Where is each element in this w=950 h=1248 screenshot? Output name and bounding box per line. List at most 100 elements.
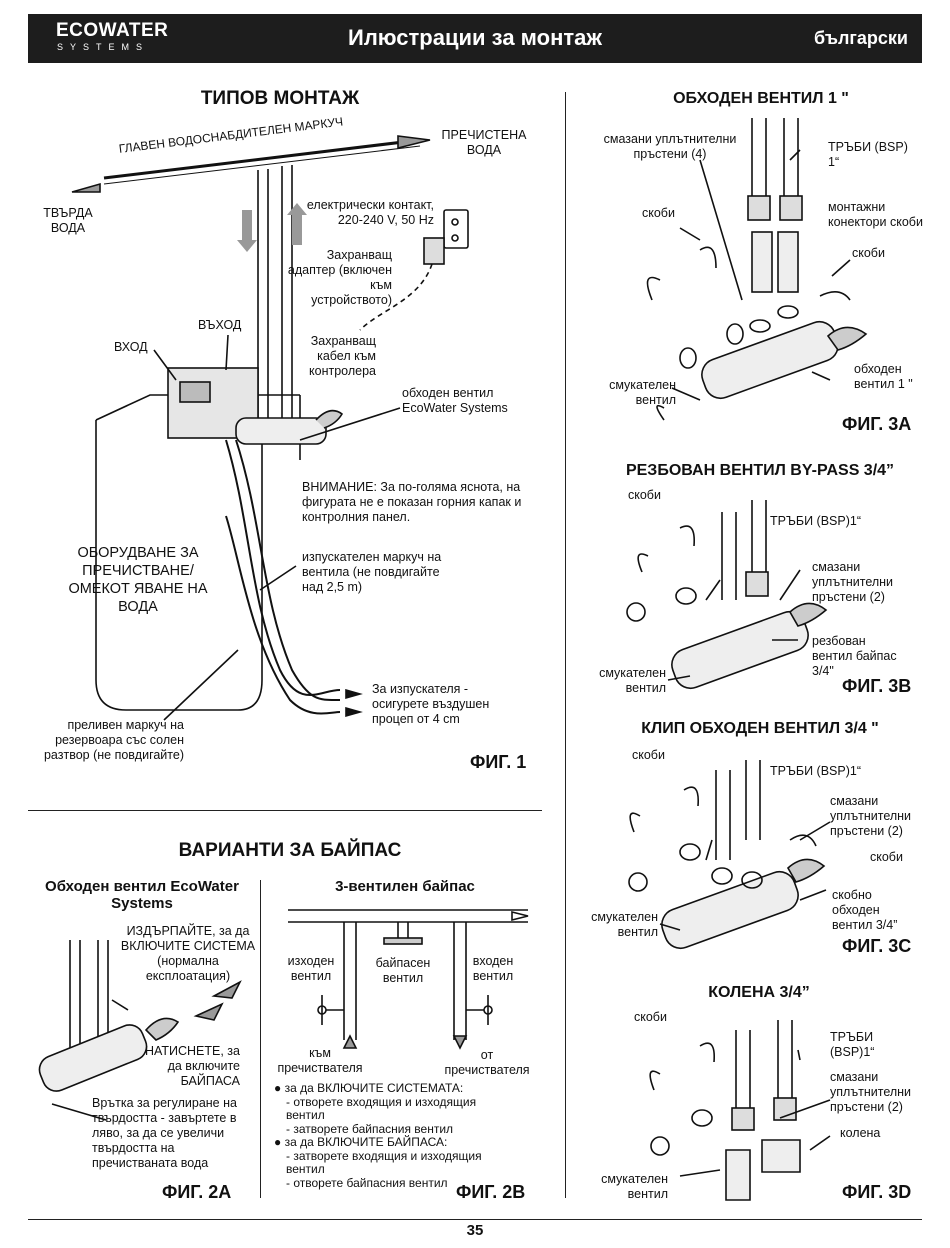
power-cable	[359, 263, 433, 331]
fig3a-valve-body	[701, 320, 839, 400]
fig3a-pipes	[751, 118, 799, 200]
from-conditioner-label: от пречиствателя	[444, 1048, 530, 1077]
fig3c-orings-label: смазани уплътнителни пръстени (2)	[830, 794, 912, 838]
instr-line: ● за да ВКЛЮЧИТЕ БАЙПАСА:	[274, 1135, 448, 1149]
power-adapter-label: Захранващ адаптер (включен към устройств…	[287, 248, 392, 307]
section-divider	[28, 810, 542, 811]
outlet-pipe	[281, 165, 293, 420]
fig2a-pipes	[69, 940, 109, 1060]
main-supply-pipe	[103, 138, 421, 180]
fig3c-valve-body	[661, 870, 799, 950]
to-drain-label: За изпускателя - осигурете въздушен проц…	[372, 682, 490, 726]
fig3b-pipes-label: ТРЪБИ (BSP)1“	[770, 514, 861, 528]
fig3c-clips2-label: скоби	[870, 850, 903, 864]
fig3c-valve-label: скобно обходен вентил 3/4”	[832, 888, 898, 932]
fig2b-main-pipe	[288, 909, 528, 923]
instr-line: - отворете входящия и изходящия вентил	[286, 1094, 477, 1122]
outlet-valve-label: изходен вентил	[287, 954, 335, 983]
fig3a-clips2-label: скоби	[852, 246, 885, 260]
fig3b-clips-label: скоби	[628, 488, 661, 502]
page-header: ECOWATER SYSTEMS Илюстрации за монтаж бъ…	[28, 14, 922, 63]
fig3c-title: КЛИП ОБХОДЕН ВЕНТИЛ 3/4 "	[641, 720, 879, 737]
inlet-pipe	[257, 169, 269, 420]
fig3d-elbows-label: колена	[840, 1126, 881, 1140]
fig3c-pipes-label: ТРЪБИ (BSP)1“	[770, 764, 861, 778]
instr-line: - отворете байпасния вентил	[286, 1175, 448, 1190]
fig3a-label: ФИГ. 3А	[842, 414, 912, 434]
treated-water-label: ПРЕЧИСТЕНА ВОДА	[441, 128, 527, 157]
fig2b-label: ФИГ. 2В	[456, 1182, 526, 1202]
outlet-label: ВХОД	[114, 340, 148, 354]
fig3a-clips-label: скоби	[642, 206, 675, 220]
bypass-valve-body	[235, 417, 327, 445]
fig3a-pipes-label: ТРЪБИ (BSP) 1“	[828, 140, 908, 169]
fig3c-clips-label: скоби	[632, 748, 665, 762]
page-number: 35	[466, 1222, 484, 1239]
fig3b-pipes	[721, 500, 767, 600]
fig3a-sleeve-label: смукателен вентил	[609, 378, 676, 407]
fig3d-label: ФИГ. 3D	[842, 1182, 912, 1202]
fig3b-valve-body	[671, 610, 809, 690]
fig3d-title: КОЛЕНА 3/4”	[708, 984, 810, 1001]
fig3b-title: РЕЗБОВАН ВЕНТИЛ BY-PASS 3/4”	[625, 462, 895, 479]
fig3b-sleeve-label: смукателен вентил	[599, 666, 666, 695]
fig3d-orings-label: смазани уплътнителни пръстени (2)	[830, 1070, 912, 1114]
instr-line: - затворете байпасния вентил	[286, 1121, 454, 1136]
fig2a-label: ФИГ. 2А	[162, 1182, 232, 1202]
column-divider	[565, 92, 566, 1198]
fig3c-sleeve-label: смукателен вентил	[591, 910, 658, 939]
fig2a-handle	[144, 1017, 180, 1041]
fig3d-sleeve-label: смукателен вентил	[601, 1172, 668, 1201]
bypass-options-title: ВАРИАНТИ ЗА БАЙПАС	[178, 840, 402, 861]
fig3d-pipes-label: ТРЪБИ (BSP)1“	[830, 1030, 875, 1059]
fig3b-label: ФИГ. 3В	[842, 676, 912, 696]
language-label: български	[813, 28, 908, 48]
fig2-divider	[260, 880, 261, 1198]
electric-outlet-label: електрически контакт, 220-240 V, 50 Hz	[306, 198, 434, 227]
to-conditioner-label: към пречиствателя	[277, 1046, 363, 1075]
fig3a-title: ОБХОДЕН ВЕНТИЛ 1 "	[673, 90, 849, 107]
fig3c-label: ФИГ. 3С	[842, 936, 912, 956]
softener-tank	[95, 420, 263, 711]
fig3b-orings-label: смазани уплътнителни пръстени (2)	[812, 560, 894, 604]
page-title: Илюстрации за монтаж	[348, 25, 602, 50]
power-cable-label: Захранващ кабел към контролера	[309, 334, 376, 378]
footer-rule	[28, 1219, 922, 1220]
brand-logo: ECOWATER	[56, 20, 169, 41]
fig3d-elbow-right	[761, 1139, 801, 1173]
fig3c-pipes	[715, 760, 761, 860]
fig2a-valve-body	[38, 1024, 148, 1092]
attention-note: ВНИМАНИЕ: За по-голяма яснота, на фигура…	[302, 480, 522, 524]
fig3b-valve-label: резбован вентил байпас 3/4"	[812, 634, 897, 678]
brand-logo-sub: SYSTEMS	[57, 42, 150, 52]
fig3d-elbow-left	[725, 1149, 751, 1201]
bypass-valve-label-2b: байпасен вентил	[375, 956, 431, 985]
pull-out-label: ИЗДЪРПАЙТЕ, за да ВКЛЮЧИТЕ СИСТЕМА (норм…	[120, 924, 256, 983]
instr-line: ● за да ВКЛЮЧИТЕ СИСТЕМАТА:	[274, 1081, 464, 1095]
up-arrow	[292, 215, 302, 245]
push-in-label: НАТИСНЕТЕ, за да включите БАЙПАСА	[144, 1044, 240, 1088]
flow-arrow-in	[71, 182, 101, 193]
power-adapter	[423, 237, 445, 265]
bypass-valve-label: обходен вентил EcoWater Systems	[402, 386, 508, 415]
instr-line: - затворете входящия и изходящия вентил	[286, 1148, 482, 1176]
hard-water-label: ТВЪРДА ВОДА	[43, 206, 93, 235]
fig3a-orings-label: смазани уплътнителни пръстени (4)	[603, 132, 737, 161]
fig1-title: ТИПОВ МОНТАЖ	[200, 88, 360, 109]
fig3d-clips-label: скоби	[634, 1010, 667, 1024]
overflow-hose-label: преливен маркуч на резервоара със солен …	[43, 718, 184, 762]
wall-outlet	[443, 209, 469, 249]
drain-hose	[225, 439, 341, 696]
inlet-valve-label: входен вентил	[472, 954, 514, 983]
fig2b-instructions: ● за да ВКЛЮЧИТЕ СИСТЕМАТА: - отворете в…	[274, 1081, 514, 1190]
fig3a-adaptors-label: монтажни конектори скоби	[828, 200, 923, 229]
overflow-hose	[225, 515, 341, 715]
equipment-label: ОБОРУДВАНЕ ЗА ПРЕЧИСТВАНЕ/ОМЕКОТ ЯВАНЕ Н…	[68, 545, 208, 615]
inlet-label: ВЪХОД	[198, 318, 242, 332]
hardness-knob-label: Врътка за регулиране на твърдостта - зав…	[92, 1096, 237, 1170]
drain-hose-label: изпускателен маркуч на вентила (не повди…	[302, 550, 442, 594]
fig2a-title: Обходен вентил EcoWater Systems	[45, 878, 239, 912]
fig1-label: ФИГ. 1	[470, 752, 527, 772]
fig2b-title: 3-вентилен байпас	[335, 878, 475, 895]
